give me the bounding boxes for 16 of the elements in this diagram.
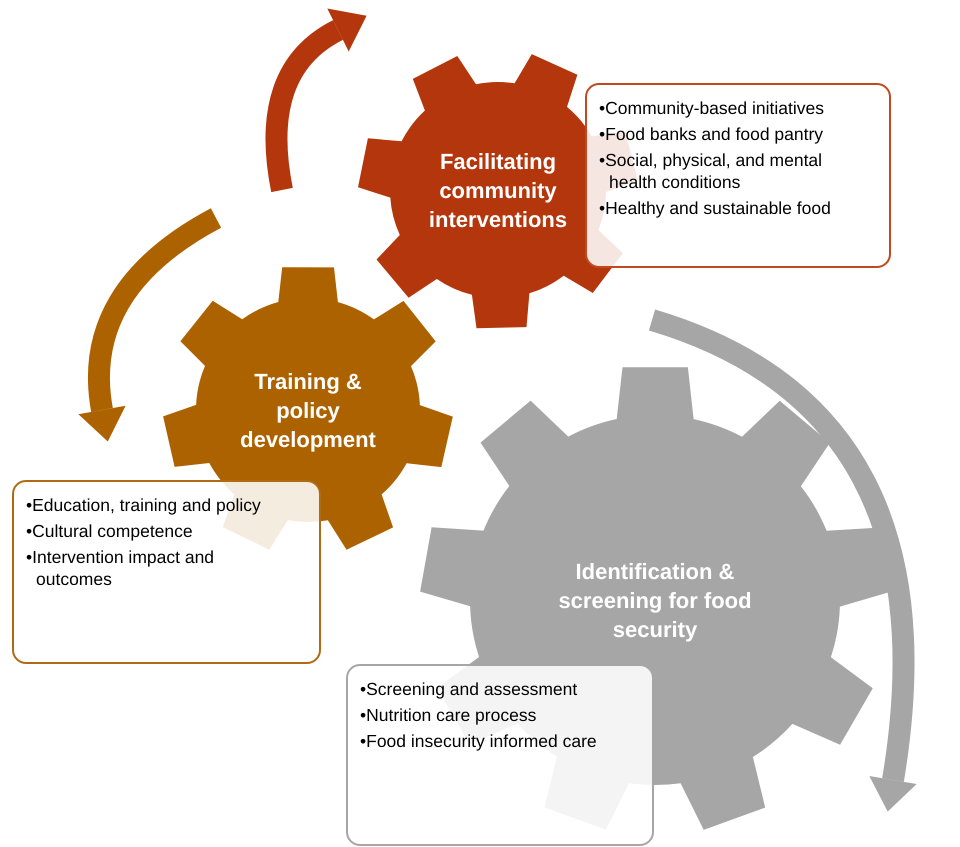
bullet-item: •Social, physical, and mental health conditions: [599, 149, 824, 193]
bullet-item: •Nutrition care process: [360, 704, 538, 726]
bullet-item: •Healthy and sustainable food: [599, 197, 832, 219]
bullet-item: •Food insecurity informed care: [360, 730, 598, 752]
bullet-item: •Food banks and food pantry: [599, 123, 824, 145]
bullet-item: •Community-based initiatives: [599, 97, 825, 119]
gear-label: Training & policy development: [239, 368, 377, 454]
text-box: [585, 83, 891, 268]
text-box: [12, 480, 321, 664]
gear-label: Facilitating community interventions: [428, 148, 568, 234]
bullet-item: •Education, training and policy: [26, 494, 262, 516]
bullet-item: •Screening and assessment: [360, 678, 578, 700]
bullet-item: •Cultural competence: [26, 520, 194, 542]
text-box: [346, 664, 654, 846]
gear-label: Identification & screening for food security: [557, 558, 753, 644]
bullet-item: •Intervention impact and outcomes: [26, 546, 216, 590]
